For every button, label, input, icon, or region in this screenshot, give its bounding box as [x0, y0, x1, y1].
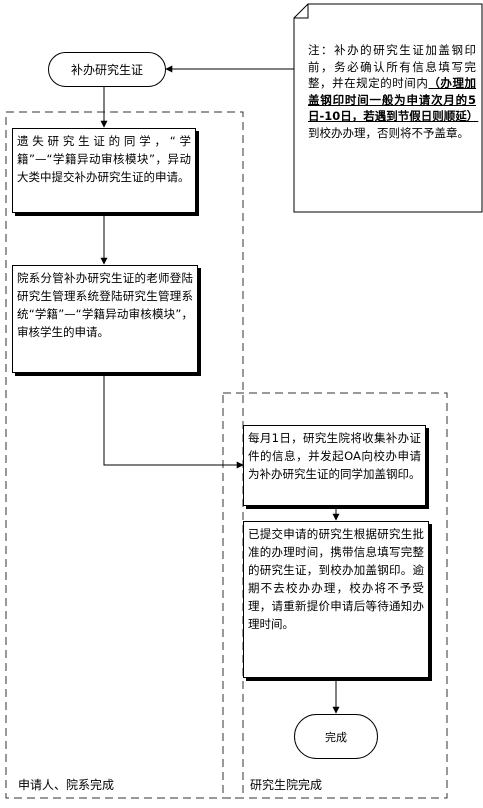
- step-stamp-text: 已提交申请的研究生根据研究生批准的办理时间，携带信息填写完整的研究生证，到校办加…: [248, 527, 424, 631]
- lane-left-label: 申请人、院系完成: [18, 778, 115, 792]
- note-emphasis: （办理加盖钢印时间一般为申请次月的5日-10日，若遇到节假日则顺延）: [308, 76, 479, 123]
- note-fold: [294, 4, 309, 19]
- step-review-box: 院系分管补办研究生证的老师登陆研究生管理系统登陆研究生管理系统“学籍”—“学籍异…: [12, 265, 198, 373]
- step-review-text: 院系分管补办研究生证的老师登陆研究生管理系统登陆研究生管理系统“学籍”—“学籍异…: [17, 271, 193, 339]
- step-apply-box: 遗失研究生证的同学，“学籍”—“学籍异动审核模块”，异动大类中提交补办研究生证的…: [12, 128, 196, 213]
- start-label: 补办研究生证: [70, 63, 143, 77]
- note-tail: 到校办办理，否则将不予盖章。: [308, 125, 469, 140]
- lane-right-label: 研究生院完成: [250, 778, 323, 792]
- note-callout-outline: [293, 3, 483, 213]
- arrow-review-to-collect: [103, 373, 244, 469]
- lane-left-border: [5, 111, 244, 799]
- step-apply-text: 遗失研究生证的同学，“学籍”—“学籍异动审核模块”，异动大类中提交补办研究生证的…: [17, 134, 191, 184]
- step-collect-box: 每月1日，研究生院将收集补办证件的信息，并发起OA向校办申请为补办研究生证的同学…: [243, 425, 426, 506]
- start-terminal: 补办研究生证: [48, 52, 166, 87]
- step-stamp-box: 已提交申请的研究生根据研究生批准的办理时间，携带信息填写完整的研究生证，到校办加…: [243, 521, 429, 678]
- end-terminal: 完成: [294, 714, 378, 759]
- note-callout: 注：补办的研究生证加盖钢印前，务必确认所有信息填写完整，并在规定的时间内（办理加…: [300, 38, 482, 208]
- note-lead: 注：补办的研究生证加盖钢印前，务必确认所有信息填写完整，并在规定的时间内: [308, 43, 476, 90]
- step-collect-text: 每月1日，研究生院将收集补办证件的信息，并发起OA向校办申请为补办研究生证的同学…: [248, 431, 421, 481]
- lane-right-border: [222, 392, 448, 799]
- end-label: 完成: [325, 730, 347, 744]
